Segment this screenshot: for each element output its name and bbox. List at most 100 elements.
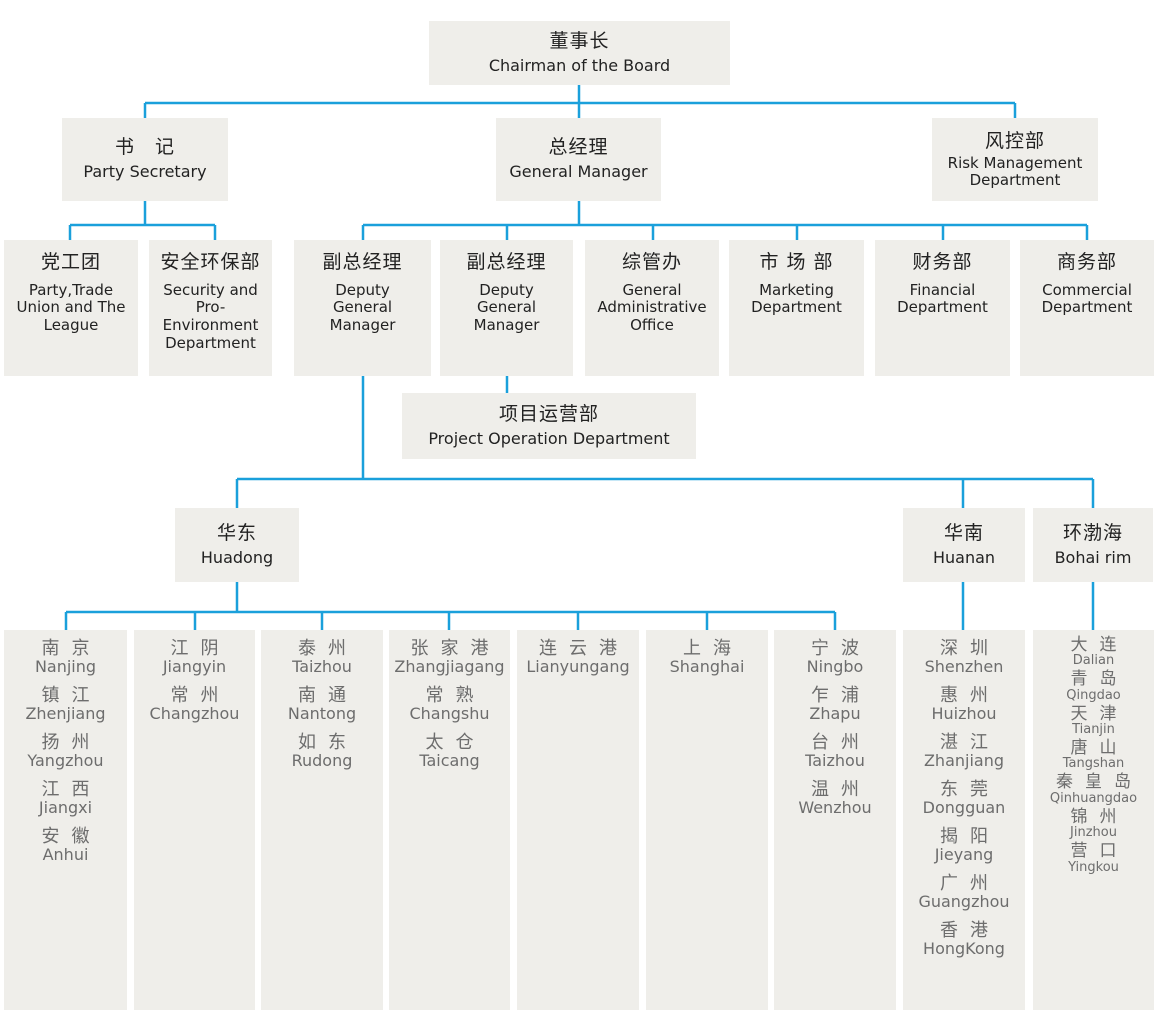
financial-department-box: 财务部 Financial Department: [875, 240, 1010, 376]
risk-management-en: Risk Management Department: [947, 153, 1083, 190]
city-name-zh: 连云港: [539, 638, 629, 659]
city-name-en: Yangzhou: [27, 751, 104, 771]
city-name-en: Jiangyin: [162, 657, 227, 677]
city-name-zh: 惠州: [940, 684, 1000, 706]
deputy-gm-1-zh: 副总经理: [322, 251, 403, 273]
city-name-zh: 上海: [682, 638, 743, 659]
city-name-zh: 江西: [41, 778, 102, 800]
project-operation-en: Project Operation Department: [428, 428, 670, 448]
city-name-en: Changzhou: [149, 704, 240, 724]
city-name-en: Nanjing: [34, 657, 97, 677]
marketing-department-en: Marketing Department: [751, 280, 842, 317]
city-name-zh: 温州: [811, 778, 871, 800]
region-bohai-zh: 环渤海: [1062, 521, 1123, 544]
chairman-box: 董事长 Chairman of the Board: [429, 21, 730, 85]
commercial-department-box: 商务部 Commercial Department: [1020, 240, 1154, 376]
region-huanan-en: Huanan: [932, 547, 996, 567]
city-name-zh: 南京: [41, 638, 102, 659]
city-name-en: Jiangxi: [38, 798, 93, 818]
city-name-zh: 乍浦: [811, 684, 871, 706]
city-name-zh: 东莞: [940, 778, 1000, 800]
financial-department-zh: 财务部: [912, 251, 973, 273]
city-name-en: Yingkou: [1068, 859, 1119, 875]
risk-management-zh: 风控部: [984, 129, 1045, 152]
general-admin-office-zh: 综管办: [621, 251, 682, 273]
city-name-zh: 大连: [1070, 635, 1129, 655]
commercial-department-zh: 商务部: [1056, 251, 1117, 273]
general-manager-zh: 总经理: [548, 136, 609, 159]
city-name-zh: 秦皇岛: [1056, 772, 1143, 793]
city-name-zh: 太仓: [425, 731, 486, 753]
city-name-en: Guangzhou: [918, 891, 1010, 911]
city-name-en: Zhapu: [809, 704, 861, 724]
city-name-en: Dalian: [1072, 653, 1115, 669]
party-secretary-zh: 书 记: [114, 136, 175, 159]
deputy-gm-1-en: Deputy General Manager: [329, 280, 396, 335]
city-name-en: Zhanjiang: [923, 751, 1005, 771]
city-name-zh: 营口: [1070, 841, 1129, 862]
party-union-league-zh: 党工团: [40, 251, 101, 273]
city-name-en: Huizhou: [931, 704, 997, 724]
region-bohai-box: 环渤海 Bohai rim: [1033, 508, 1153, 582]
chairman-en: Chairman of the Board: [488, 55, 671, 75]
city-name-en: Shanghai: [669, 657, 745, 677]
city-name-en: Lianyungang: [526, 657, 630, 677]
region-huadong-zh: 华东: [216, 521, 257, 544]
city-name-en: Zhangjiagang: [394, 657, 505, 677]
chairman-zh: 董事长: [549, 29, 610, 52]
city-name-zh: 南通: [298, 684, 358, 706]
security-environment-en: Security and Pro-Environment Department: [162, 280, 259, 352]
city-name-en: Wenzhou: [798, 798, 872, 818]
city-name-en: Tangshan: [1062, 756, 1125, 772]
project-operation-box: 项目运营部 Project Operation Department: [402, 393, 696, 459]
city-name-zh: 台州: [811, 731, 871, 753]
city-name-zh: 扬州: [41, 731, 102, 753]
project-operation-zh: 项目运营部: [498, 402, 599, 425]
city-name-zh: 青岛: [1070, 669, 1129, 690]
general-manager-en: General Manager: [509, 162, 648, 182]
region-huadong-box: 华东 Huadong: [175, 508, 299, 582]
city-name-en: Nantong: [287, 704, 357, 724]
city-name-zh: 泰州: [298, 638, 358, 659]
city-name-en: Ningbo: [806, 657, 864, 677]
region-huadong-en: Huadong: [200, 547, 274, 567]
city-name-en: Zhenjiang: [25, 704, 106, 724]
marketing-department-zh: 市 场 部: [759, 251, 834, 273]
city-name-en: Shenzhen: [924, 657, 1004, 677]
marketing-department-box: 市 场 部 Marketing Department: [729, 240, 864, 376]
city-name-en: Tianjin: [1072, 722, 1115, 738]
city-name-en: Changshu: [409, 704, 490, 724]
region-huanan-zh: 华南: [943, 521, 984, 544]
deputy-gm-1-box: 副总经理 Deputy General Manager: [294, 240, 431, 376]
